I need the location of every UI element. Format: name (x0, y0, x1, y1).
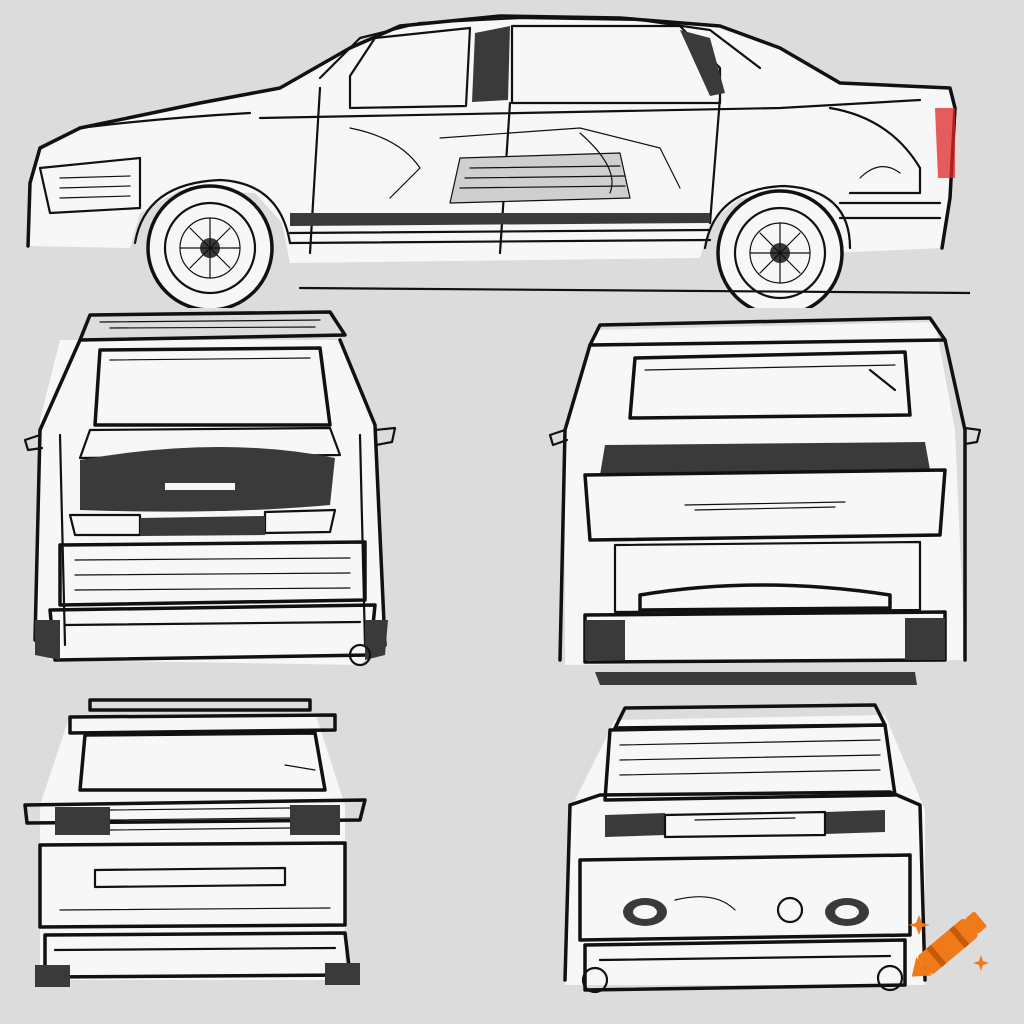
car-front-view-top (20, 300, 405, 675)
crayon-logo-icon (895, 895, 1000, 1000)
car-front-lower-drawing (23, 698, 367, 987)
car-front-view-bottom (15, 695, 375, 995)
car-side-view (20, 8, 970, 308)
car-rear-drawing (548, 316, 982, 685)
car-front-drawing (23, 310, 397, 667)
car-rear-view-top (545, 310, 985, 690)
car-side-drawing (26, 14, 970, 308)
car-rear-lower-drawing (563, 703, 927, 994)
car-rear-view-bottom (555, 700, 935, 1000)
